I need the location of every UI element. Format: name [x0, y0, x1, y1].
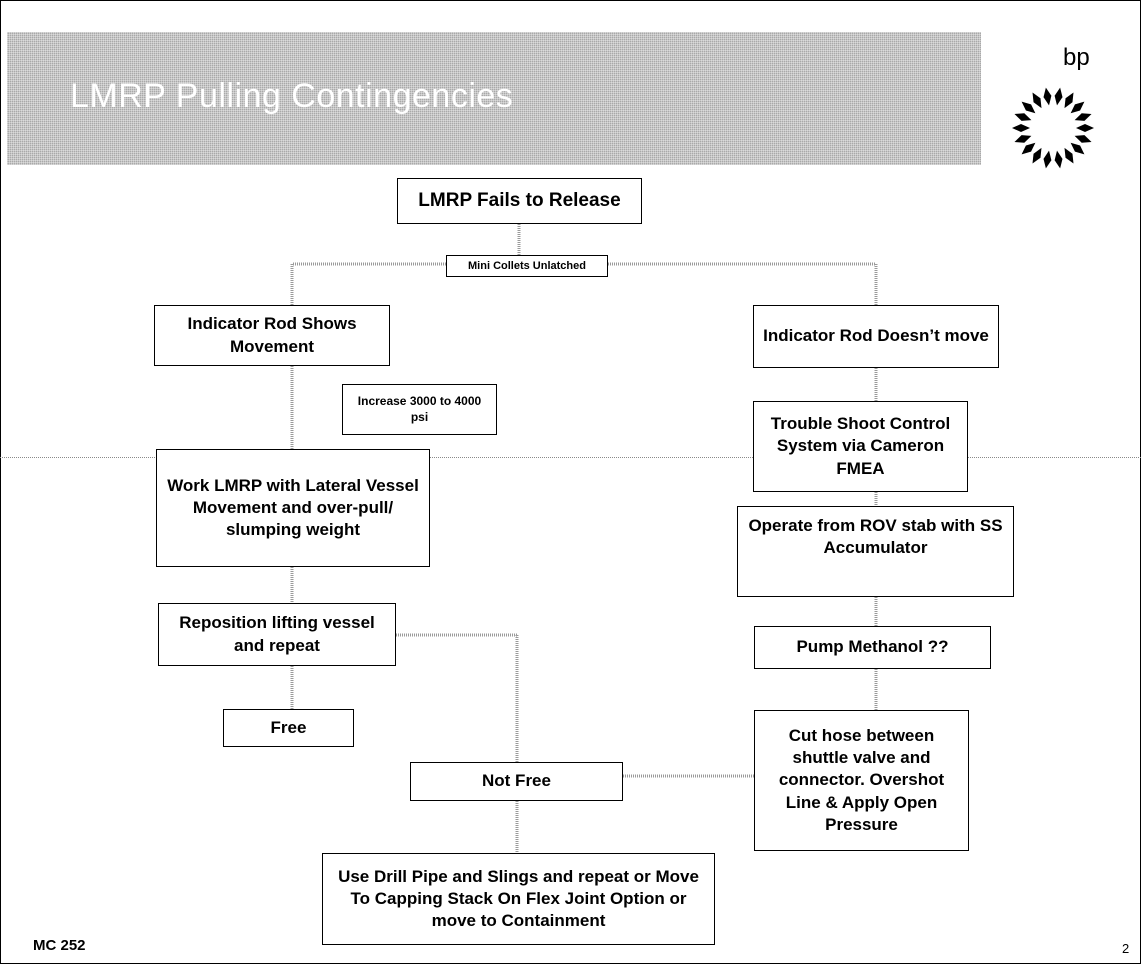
logo-petal	[1032, 92, 1042, 109]
node-free: Free	[223, 709, 354, 747]
node-indicator-moves: Indicator Rod Shows Movement	[154, 305, 390, 366]
node-lmrp-fails: LMRP Fails to Release	[397, 178, 642, 224]
logo-petal	[1054, 87, 1063, 106]
node-increase-psi: Increase 3000 to 4000 psi	[342, 384, 497, 435]
bp-logo-text: bp	[1063, 44, 1090, 71]
node-reposition: Reposition lifting vessel and repeat	[158, 603, 396, 666]
logo-petal	[1032, 147, 1042, 164]
logo-petal	[1070, 101, 1085, 114]
logo-petal	[1054, 150, 1063, 169]
logo-petal	[1014, 135, 1032, 143]
node-pump-methanol: Pump Methanol ??	[754, 626, 991, 669]
footer-label: MC 252	[33, 937, 86, 954]
bp-helios-logo-icon	[1012, 87, 1094, 169]
node-work-lmrp: Work LMRP with Lateral Vessel Movement a…	[156, 449, 430, 567]
title-band	[7, 32, 981, 165]
node-trouble-shoot: Trouble Shoot Control System via Cameron…	[753, 401, 968, 492]
logo-petal	[1021, 101, 1036, 114]
logo-petal	[1043, 87, 1052, 106]
logo-petal	[1076, 124, 1094, 132]
logo-petal	[1043, 150, 1052, 169]
node-drill-pipe: Use Drill Pipe and Slings and repeat or …	[322, 853, 715, 945]
logo-petal	[1064, 147, 1074, 164]
slide-title: LMRP Pulling Contingencies	[70, 77, 514, 115]
divider-line	[0, 457, 1141, 458]
node-mini-collets: Mini Collets Unlatched	[446, 255, 608, 277]
logo-petal	[1012, 124, 1030, 132]
page-number: 2	[1122, 941, 1130, 956]
logo-petal	[1021, 142, 1036, 155]
logo-petal	[1074, 113, 1092, 121]
node-indicator-no-move: Indicator Rod Doesn’t move	[753, 305, 999, 368]
node-cut-hose: Cut hose between shuttle valve and conne…	[754, 710, 969, 851]
node-operate-rov: Operate from ROV stab with SS Accumulato…	[737, 506, 1014, 597]
logo-petal	[1070, 142, 1085, 155]
logo-petal	[1064, 92, 1074, 109]
node-not-free: Not Free	[410, 762, 623, 801]
logo-petal	[1014, 113, 1032, 121]
logo-petal	[1074, 135, 1092, 143]
